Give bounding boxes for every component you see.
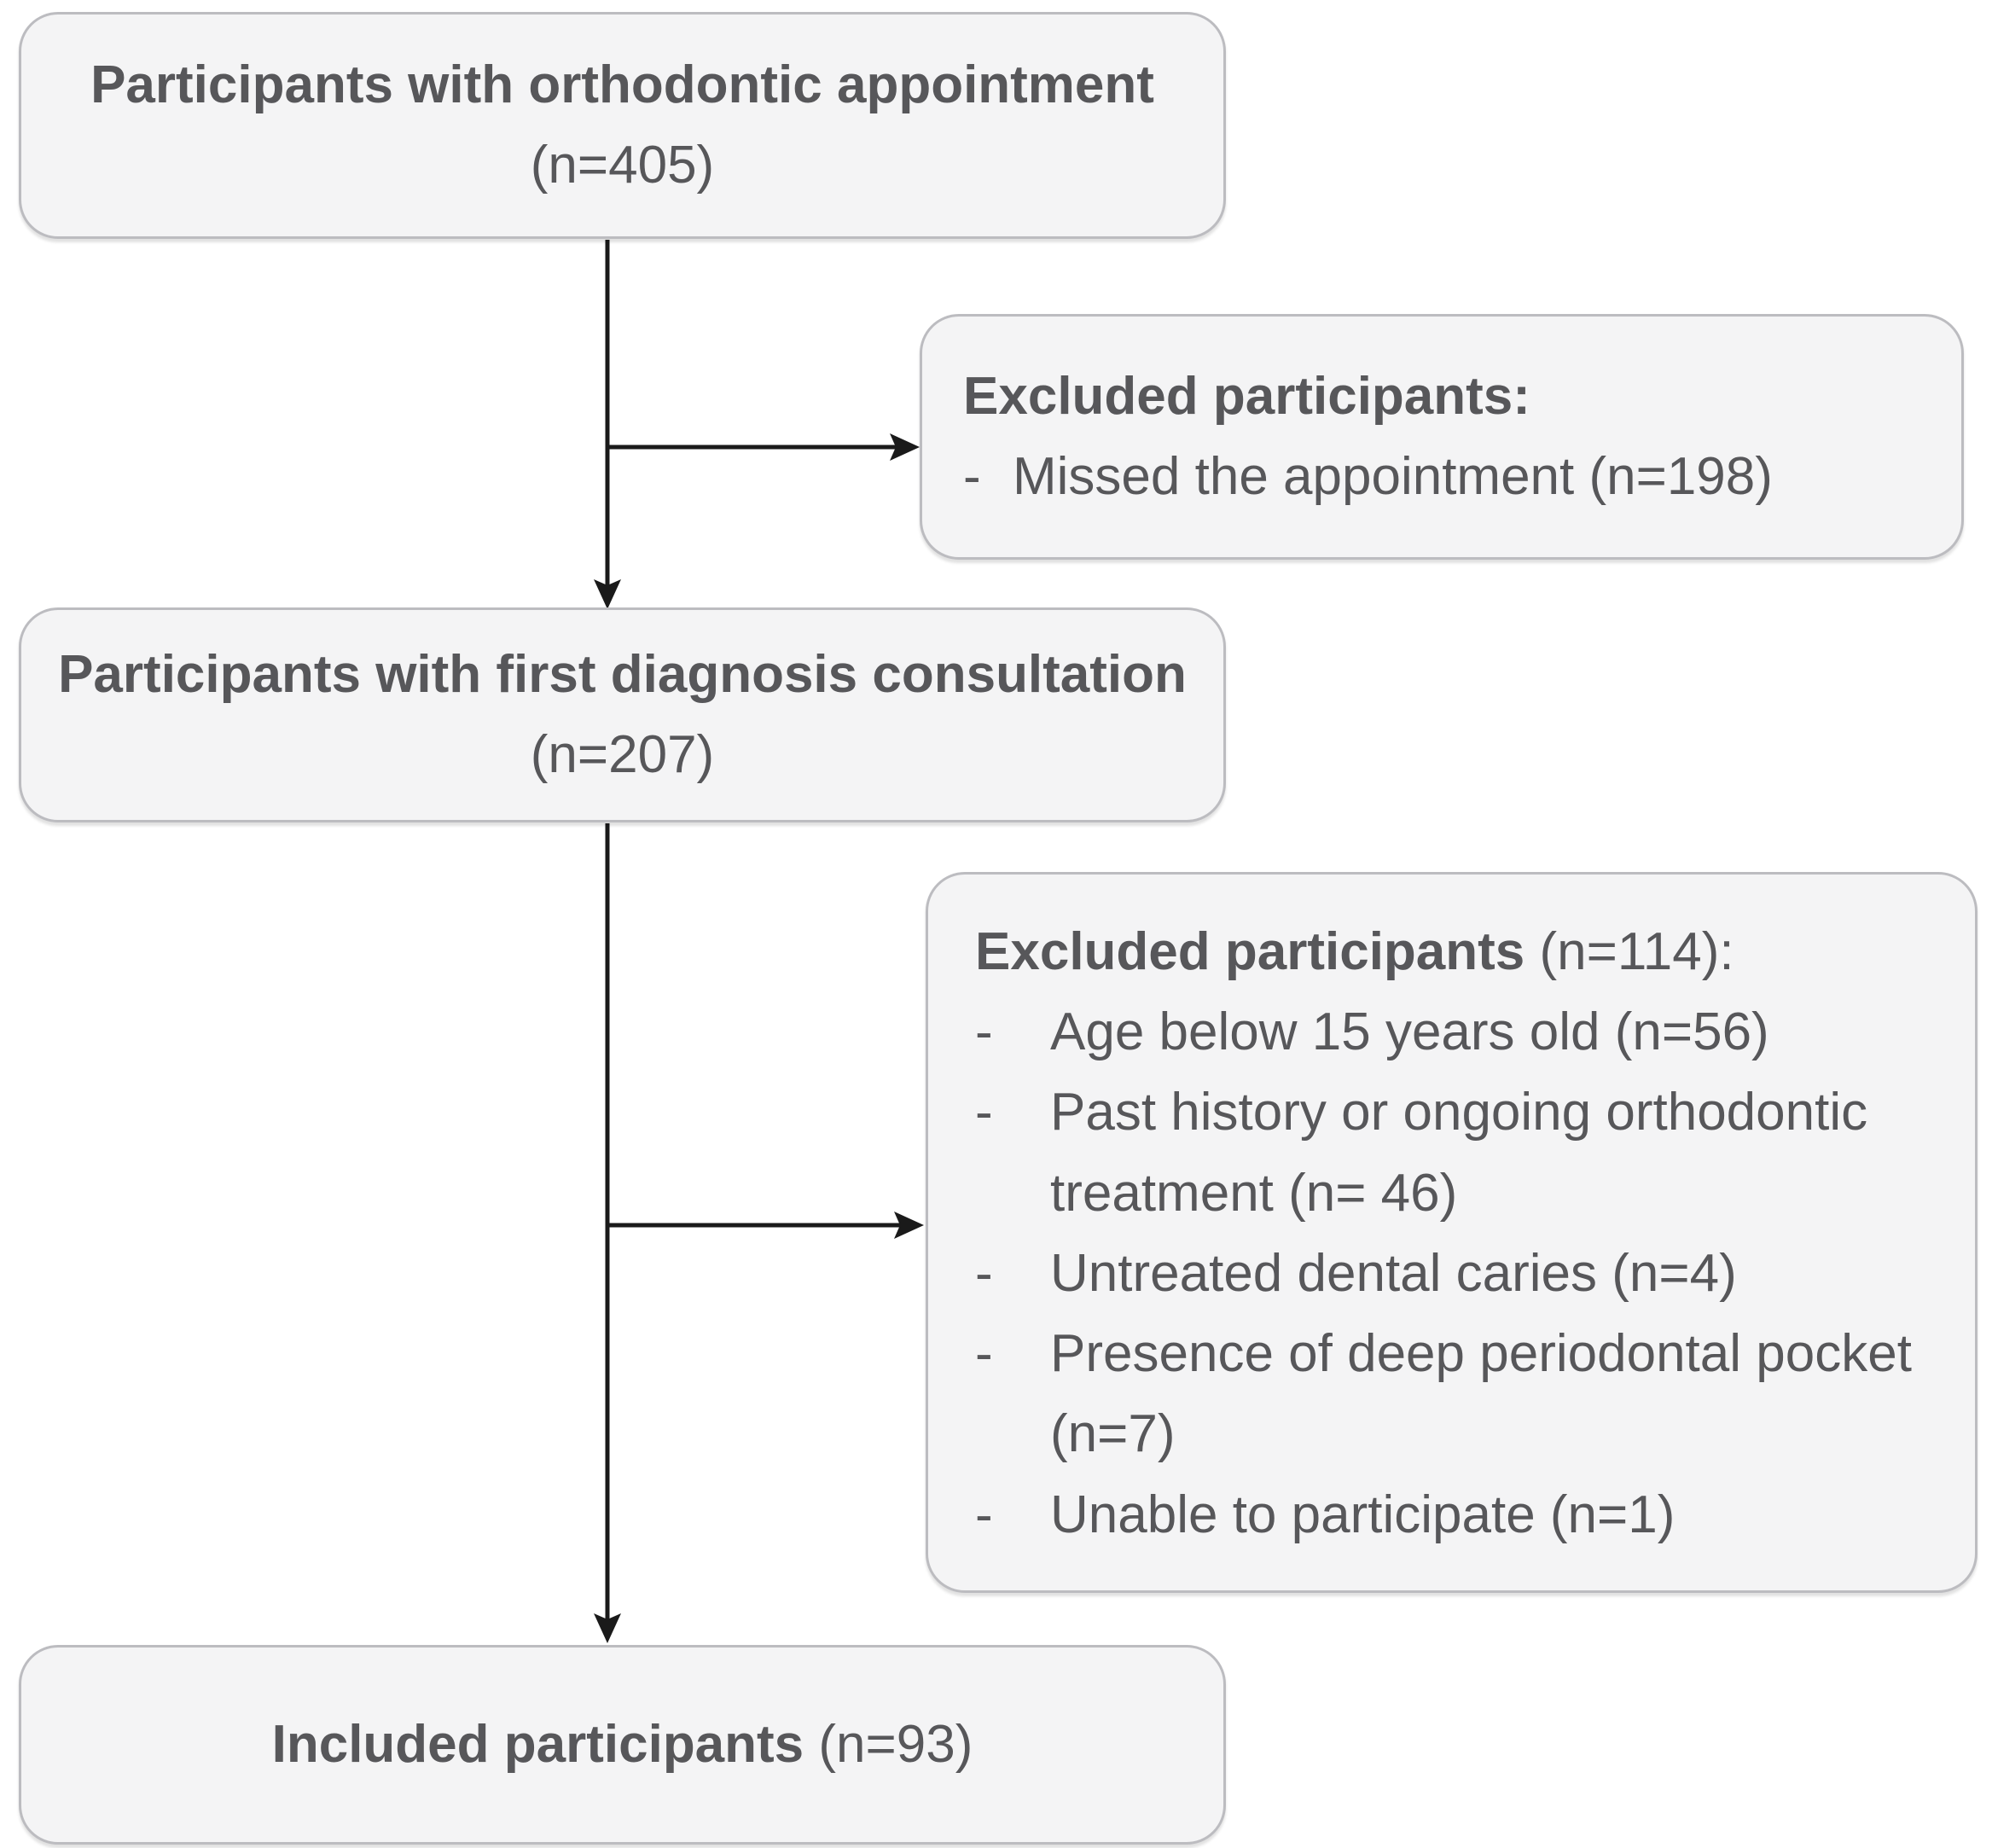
- exclusion-reason: - Past history or ongoing orthodontic tr…: [975, 1072, 1928, 1233]
- exclusion-reason: - Missed the appointment (n=198): [963, 437, 1920, 517]
- exclusion-reason: - Age below 15 years old (n=56): [975, 992, 1928, 1072]
- exclusion-reason-text: Presence of deep periodontal pocket (n=7…: [1050, 1324, 1912, 1464]
- arrow-branch-to-exclusion-2: [607, 1212, 924, 1239]
- exclusion-reason: - Unable to participate (n=1): [975, 1475, 1928, 1555]
- node-excluded-1: Excluded participants: - Missed the appo…: [920, 314, 1964, 560]
- node-label: Participants with first diagnosis consul…: [55, 635, 1189, 795]
- exclusion-reason-text: Untreated dental caries (n=4): [1050, 1243, 1737, 1303]
- exclusion-heading: Excluded participants:: [963, 366, 1530, 426]
- exclusion-reason-text: Age below 15 years old (n=56): [1050, 1002, 1769, 1062]
- node-label: Participants with orthodontic appointmen…: [55, 45, 1189, 206]
- exclusion-heading-title: Excluded participants: [975, 922, 1525, 981]
- arrow-mid-to-bottom: [594, 823, 621, 1643]
- arrow-top-to-mid: [594, 240, 621, 609]
- exclusion-heading-count: (n=114):: [1539, 922, 1734, 981]
- node-title: Participants with first diagnosis consul…: [58, 644, 1187, 704]
- exclusion-reason: - Presence of deep periodontal pocket (n…: [975, 1314, 1928, 1474]
- node-title: Participants with orthodontic appointmen…: [90, 55, 1154, 114]
- dash-bullet: -: [975, 1324, 993, 1384]
- node-excluded-2: Excluded participants (n=114): - Age bel…: [926, 872, 1977, 1593]
- arrow-branch-to-exclusion-1: [607, 433, 920, 461]
- node-label: Included participants (n=93): [55, 1705, 1189, 1785]
- node-count: (n=207): [530, 725, 715, 784]
- exclusion-reason: - Untreated dental caries (n=4): [975, 1234, 1928, 1314]
- dash-bullet: -: [963, 447, 981, 506]
- exclusion-reason-text: Missed the appointment (n=198): [1013, 447, 1773, 506]
- node-count: (n=405): [530, 136, 715, 195]
- node-count: (n=93): [818, 1714, 973, 1774]
- dash-bullet: -: [975, 1083, 993, 1142]
- dash-bullet: -: [975, 1243, 993, 1303]
- node-first-diagnosis-consultation: Participants with first diagnosis consul…: [19, 607, 1226, 822]
- exclusion-heading: Excluded participants (n=114):: [975, 912, 1928, 992]
- exclusion-reason-text: Unable to participate (n=1): [1050, 1485, 1675, 1544]
- exclusion-reason-text: Past history or ongoing orthodontic trea…: [1050, 1083, 1868, 1223]
- dash-bullet: -: [975, 1002, 993, 1062]
- node-orthodontic-appointment: Participants with orthodontic appointmen…: [19, 12, 1226, 239]
- node-title: Included participants: [271, 1714, 804, 1774]
- node-included-participants: Included participants (n=93): [19, 1645, 1226, 1845]
- dash-bullet: -: [975, 1485, 993, 1544]
